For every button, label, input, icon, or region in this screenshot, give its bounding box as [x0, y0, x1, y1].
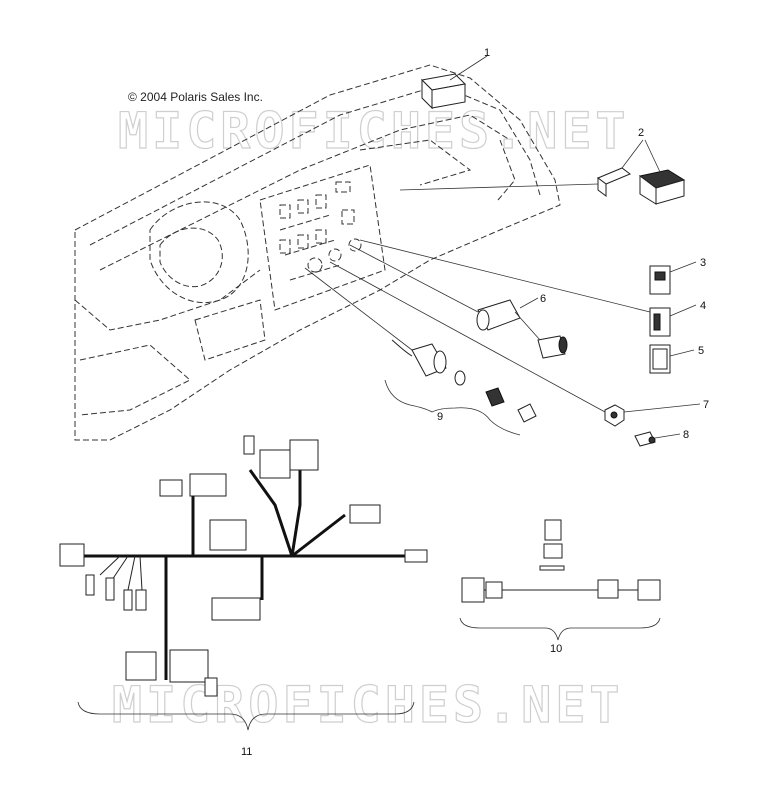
copyright-notice: © 2004 Polaris Sales Inc.	[128, 90, 263, 104]
callout-11: 11	[241, 746, 252, 758]
callout-9: 9	[437, 411, 443, 423]
callout-4: 4	[700, 300, 706, 312]
callout-10: 10	[550, 643, 562, 655]
part-9-ignition-switch: 9	[304, 267, 537, 436]
part-2-bezel: 2	[399, 127, 686, 205]
part-3-switch: 3	[649, 257, 706, 295]
part-10-harness: 10	[459, 519, 661, 655]
part-8-bulb: 8	[634, 429, 689, 447]
part-4-switch: 4	[359, 239, 706, 337]
callout-3: 3	[700, 257, 706, 269]
callout-5: 5	[698, 345, 704, 357]
part-6-power-point: 6	[349, 244, 568, 359]
watermark-bottom: MICROFICHES.NET	[112, 676, 624, 734]
callout-8: 8	[683, 429, 689, 441]
callout-2: 2	[638, 127, 644, 139]
watermark-top: MICROFICHES.NET	[118, 102, 630, 160]
dashboard-outline	[74, 64, 561, 441]
callout-6: 6	[540, 293, 546, 305]
callout-1: 1	[484, 47, 490, 59]
callout-7: 7	[703, 399, 709, 411]
part-7-nut: 7	[329, 261, 709, 427]
part-11-main-harness: 11	[59, 435, 428, 758]
part-5-blank-plug: 5	[649, 344, 704, 374]
part-1-connector: 1	[420, 47, 490, 110]
